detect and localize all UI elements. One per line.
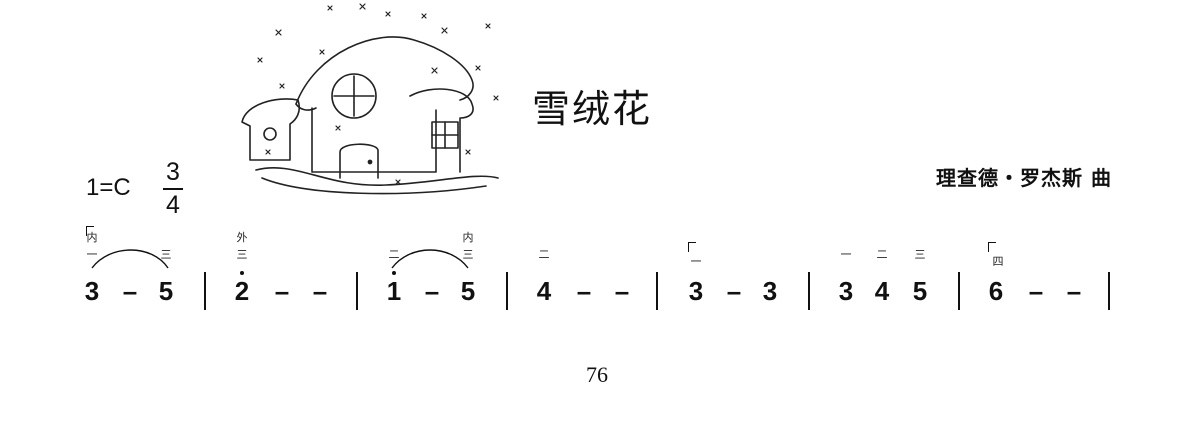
note-extension-dash: – [424,276,440,306]
time-signature: 3 4 [162,160,184,218]
fingering-mark: 一 [840,248,852,261]
note-extension-dash: – [614,276,630,306]
note-extension-dash: – [1028,276,1044,306]
barline [506,272,508,310]
time-signature-line [163,188,183,190]
fingering-mark: 内 [86,231,98,244]
barline [356,272,358,310]
fingering-mark: 一 [690,255,702,268]
note: 4 [874,276,890,306]
fingering-mark: 四 [992,255,1004,268]
note-extension-dash: – [122,276,138,306]
song-title: 雪绒花 [532,87,653,131]
string-bracket [86,226,94,236]
key-signature: 1=C [86,174,131,201]
fingering-mark: 二 [876,248,888,261]
fingering-mark: 外 [236,231,248,244]
note: 5 [158,276,174,306]
note-extension-dash: – [1066,276,1082,306]
note: 6 [988,276,1004,306]
note: 1 [386,276,402,306]
barline [656,272,658,310]
slur-measure-1 [91,249,169,269]
slur-measure-3 [391,249,469,269]
note: 3 [762,276,778,306]
fingering-mark: 三 [160,248,172,261]
note: 3 [688,276,704,306]
barline-end [1108,272,1110,310]
note: 4 [536,276,552,306]
note: 3 [84,276,100,306]
fingering-mark: 二 [388,248,400,261]
page-number: 76 [586,362,608,387]
barline [808,272,810,310]
note: 3 [838,276,854,306]
barline [204,272,206,310]
string-bracket [688,242,696,252]
fingering-mark: 内 [462,231,474,244]
time-signature-denominator: 4 [166,191,180,219]
composer-credit: 理查德・罗杰斯 曲 [936,166,1112,190]
note-extension-dash: – [274,276,290,306]
fingering-mark: 三 [462,248,474,261]
fingering-mark: 一 [86,248,98,261]
note: 5 [460,276,476,306]
note: 2 [234,276,250,306]
note-extension-dash: – [312,276,328,306]
note-extension-dash: – [726,276,742,306]
high-octave-dot [240,271,244,275]
snowy-house-illustration [241,3,499,195]
fingering-mark: 二 [538,248,550,261]
barline [958,272,960,310]
fingering-mark: 三 [236,248,248,261]
fingering-mark: 三 [914,248,926,261]
string-bracket [988,242,996,252]
note-extension-dash: – [576,276,592,306]
high-octave-dot [392,271,396,275]
note: 5 [912,276,928,306]
time-signature-numerator: 3 [166,158,180,186]
